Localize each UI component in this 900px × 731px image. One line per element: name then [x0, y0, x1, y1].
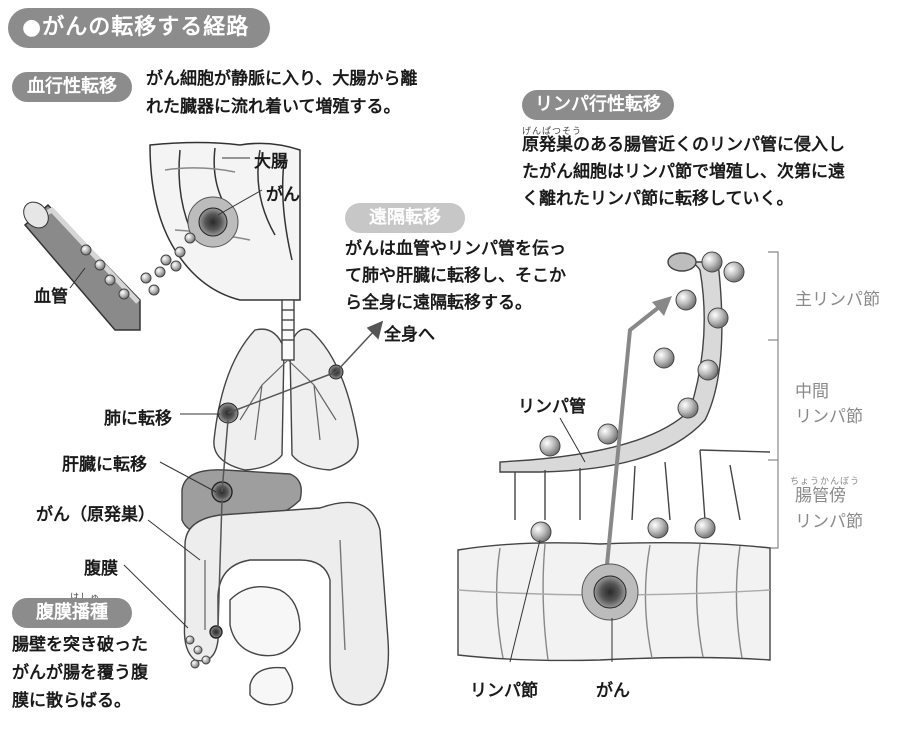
lymph-vessel-network	[499, 252, 771, 521]
label-lymph-vessel: リンパ管	[518, 397, 586, 417]
leader-lines-top	[69, 157, 263, 289]
metastasis-arrows	[217, 320, 384, 629]
colon-tumor-top	[187, 196, 239, 248]
lymphatic-desc-line3: く離れたリンパ節に転移していく。	[522, 189, 794, 209]
large-intestine-drawing	[183, 501, 390, 706]
peritoneal-desc-line2: がんが腸を覆う腹	[12, 663, 148, 683]
hematogenous-desc-line1: がん細胞が静脈に入り、大腸から離	[146, 69, 418, 89]
label-colon: 大腸	[254, 152, 288, 172]
label-peritoneum: 腹膜	[84, 559, 118, 579]
label-lymph-node: リンパ節	[470, 681, 538, 701]
peritoneal-desc-line3: 膜に散らばる。	[12, 691, 131, 711]
tag-hematogenous: 血行性転移	[12, 72, 132, 102]
cancer-cells-flow	[80, 232, 196, 300]
label-blood-vessel: 血管	[34, 287, 68, 307]
tag-peritoneal-seeding: 腹膜播種	[12, 598, 132, 628]
lungs-drawing	[213, 299, 359, 471]
label-mid-lymph-node-2: リンパ節	[795, 407, 863, 427]
label-to-whole-body: 全身へ	[384, 325, 435, 345]
blood-vessel-drawing	[23, 201, 141, 331]
lymph-arrow	[604, 296, 672, 576]
page-title: ●がんの転移する経路	[8, 8, 270, 48]
leader-lines-right	[509, 417, 613, 663]
tag-distant: 遠隔転移	[345, 203, 465, 233]
lymph-nodes	[530, 251, 745, 543]
label-cancer-top: がん	[266, 185, 300, 205]
peritoneal-desc-line1: 腸壁を突き破った	[12, 635, 148, 655]
para-node-ruby: ちょうかんぼう	[790, 477, 861, 487]
lymphatic-desc-line1: 原発巣のある腸管近くのリンパ管に侵入し	[522, 135, 845, 155]
peritoneal-dots	[185, 635, 211, 669]
tag-lymphatic: リンパ行性転移	[522, 90, 674, 120]
label-main-lymph-node: 主リンパ節	[795, 290, 880, 310]
label-cancer-right: がん	[596, 681, 630, 701]
lymphatic-ruby: げんぱつそう	[522, 127, 583, 137]
label-lung-metastasis: 肺に転移	[104, 409, 172, 429]
label-primary-cancer: がん（原発巣）	[36, 505, 155, 525]
label-para-lymph-node-1: 腸管傍	[795, 486, 846, 506]
lymph-bracket	[768, 251, 779, 549]
hematogenous-desc-line2: れた臓器に流れ着いて増殖する。	[146, 97, 401, 117]
right-tumor	[581, 563, 639, 621]
distant-desc-line2: て肺や肝臓に転移し、そこか	[345, 266, 566, 286]
label-para-lymph-node-2: リンパ節	[795, 512, 863, 532]
label-mid-lymph-node-1: 中間	[795, 382, 829, 402]
distant-desc-line3: ら全身に遠隔転移する。	[345, 293, 532, 313]
distant-desc-line1: がんは血管やリンパ管を伝っ	[345, 239, 566, 259]
label-liver-metastasis: 肝臓に転移	[62, 455, 147, 475]
leader-lines-center	[123, 413, 220, 629]
lymphatic-desc-line2: たがん細胞はリンパ節で増殖し、次第に遠	[522, 162, 845, 182]
